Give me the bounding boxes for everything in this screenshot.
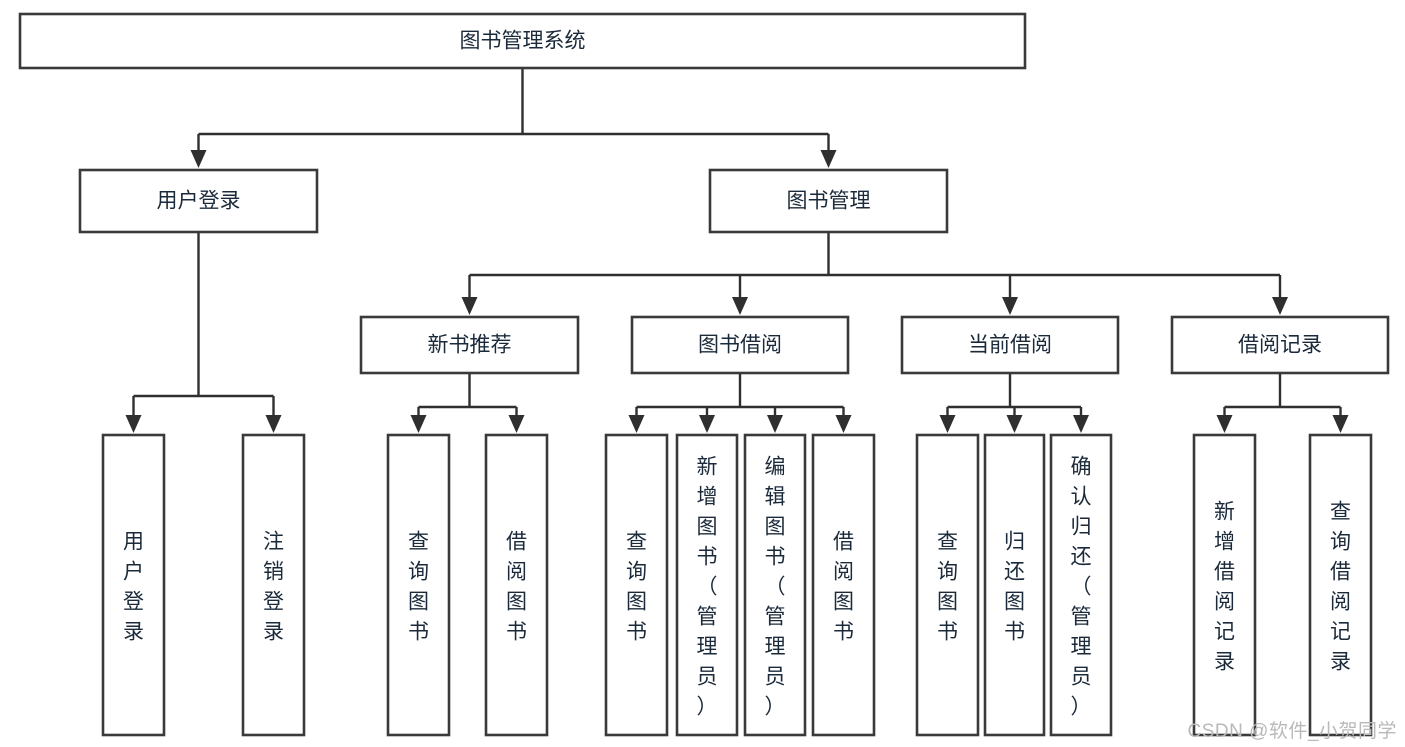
node-label: 查询图书 <box>937 530 958 643</box>
node-leaf-borrow-book-2[interactable]: 借阅图书 <box>811 433 876 737</box>
arrow-head-icon <box>732 297 748 315</box>
node-leaf-confirm-return[interactable]: 确认归还（管理员） <box>1049 433 1113 737</box>
node-book-manage[interactable]: 图书管理 <box>708 168 949 234</box>
arrow-head-icon <box>820 150 837 168</box>
node-root-book-management-system[interactable]: 图书管理系统 <box>18 12 1027 70</box>
arrow-head-icon <box>1002 297 1018 315</box>
node-leaf-edit-book[interactable]: 编辑图书（管理员） <box>743 433 807 737</box>
node-leaf-add-record[interactable]: 新增借阅记录 <box>1192 433 1257 737</box>
node-leaf-logout[interactable]: 注销登录 <box>241 433 306 737</box>
arrow-head-icon <box>767 415 783 433</box>
node-book-borrow[interactable]: 图书借阅 <box>630 315 850 375</box>
arrow-head-icon <box>508 415 525 433</box>
node-borrow-record[interactable]: 借阅记录 <box>1170 315 1390 375</box>
arrow-head-icon <box>699 415 715 433</box>
node-user-login[interactable]: 用户登录 <box>78 168 319 234</box>
node-label: 查询图书 <box>408 530 429 643</box>
arrow-head-icon <box>835 415 852 433</box>
node-label: 借阅记录 <box>1238 334 1322 357</box>
node-leaf-borrow-book-1[interactable]: 借阅图书 <box>484 433 549 737</box>
node-label: 图书管理 <box>787 190 871 213</box>
arrow-head-icon <box>1272 297 1288 315</box>
node-label: 图书管理系统 <box>460 30 586 53</box>
node-leaf-query-book-1[interactable]: 查询图书 <box>386 433 451 737</box>
node-label: 新增借阅记录 <box>1214 500 1235 673</box>
csdn-watermark: CSDN @软件_小贺同学 <box>1187 721 1397 742</box>
arrow-head-icon <box>265 415 282 433</box>
arrow-head-icon <box>1073 415 1089 433</box>
arrow-head-icon <box>461 297 478 315</box>
node-leaf-query-book-3[interactable]: 查询图书 <box>915 433 980 737</box>
node-label: 图书借阅 <box>698 334 782 357</box>
arrow-head-icon <box>125 415 142 433</box>
node-label: 当前借阅 <box>968 334 1052 357</box>
node-label: 确认归还（管理员） <box>1071 455 1092 718</box>
arrow-head-icon <box>939 415 956 433</box>
node-leaf-add-book[interactable]: 新增图书（管理员） <box>675 433 739 737</box>
node-leaf-user-login[interactable]: 用户登录 <box>101 433 166 737</box>
node-label: 用户登录 <box>157 190 241 213</box>
arrow-head-icon <box>1006 415 1023 433</box>
connector-edges <box>125 68 1349 433</box>
arrow-head-icon <box>410 415 427 433</box>
node-label: 用户登录 <box>123 530 144 643</box>
node-leaf-return-book[interactable]: 归还图书 <box>983 433 1046 737</box>
arrow-head-icon <box>1332 415 1349 433</box>
node-label: 注销登录 <box>263 530 284 643</box>
arrow-head-icon <box>190 150 207 168</box>
node-leaf-query-record[interactable]: 查询借阅记录 <box>1308 433 1373 737</box>
arrow-head-icon <box>1216 415 1233 433</box>
arrow-head-icon <box>628 415 645 433</box>
node-label: 查询借阅记录 <box>1330 500 1351 673</box>
node-new-book-rec[interactable]: 新书推荐 <box>359 315 580 375</box>
node-current-borrow[interactable]: 当前借阅 <box>900 315 1120 375</box>
node-label: 新增图书（管理员） <box>697 455 718 718</box>
node-boxes: 图书管理系统用户登录图书管理新书推荐图书借阅当前借阅借阅记录用户登录注销登录查询… <box>18 12 1390 737</box>
node-label: 归还图书 <box>1004 530 1025 643</box>
node-leaf-query-book-2[interactable]: 查询图书 <box>604 433 669 737</box>
node-label: 借阅图书 <box>506 530 527 643</box>
node-label: 借阅图书 <box>833 530 854 643</box>
node-label: 新书推荐 <box>428 334 512 357</box>
node-label: 编辑图书（管理员） <box>765 455 786 718</box>
node-label: 查询图书 <box>626 530 647 643</box>
